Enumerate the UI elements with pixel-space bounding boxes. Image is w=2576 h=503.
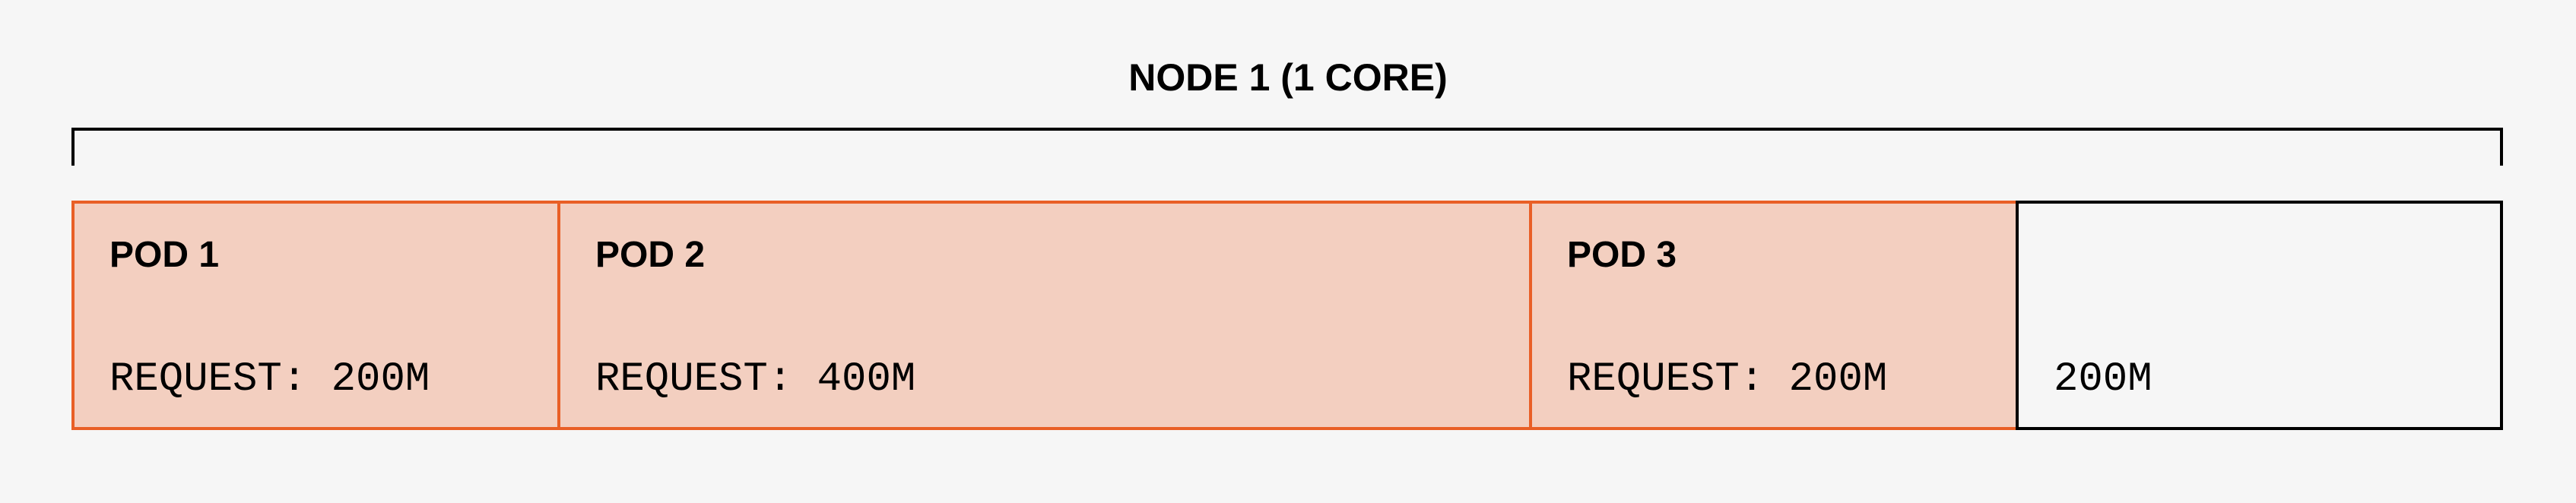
pod-3-block: POD 3 REQUEST: 200M	[1529, 201, 2019, 430]
pod-2-label: POD 2	[595, 235, 706, 275]
free-capacity-value: 200M	[2054, 356, 2152, 403]
pod-1-request: REQUEST: 200M	[109, 356, 430, 403]
pod-3-label: POD 3	[1567, 235, 1677, 275]
pod-1-block: POD 1 REQUEST: 200M	[71, 201, 560, 430]
pod-3-request: REQUEST: 200M	[1567, 356, 1888, 403]
free-capacity-block: 200M	[2016, 201, 2503, 430]
pod-2-request: REQUEST: 400M	[595, 356, 916, 403]
node-allocation-bar: POD 1 REQUEST: 200M POD 2 REQUEST: 400M …	[71, 201, 2503, 430]
pod-2-block: POD 2 REQUEST: 400M	[557, 201, 1532, 430]
node-capacity-bracket	[71, 128, 2503, 166]
node-title: NODE 1 (1 CORE)	[1128, 56, 1448, 99]
pod-1-label: POD 1	[109, 235, 220, 275]
